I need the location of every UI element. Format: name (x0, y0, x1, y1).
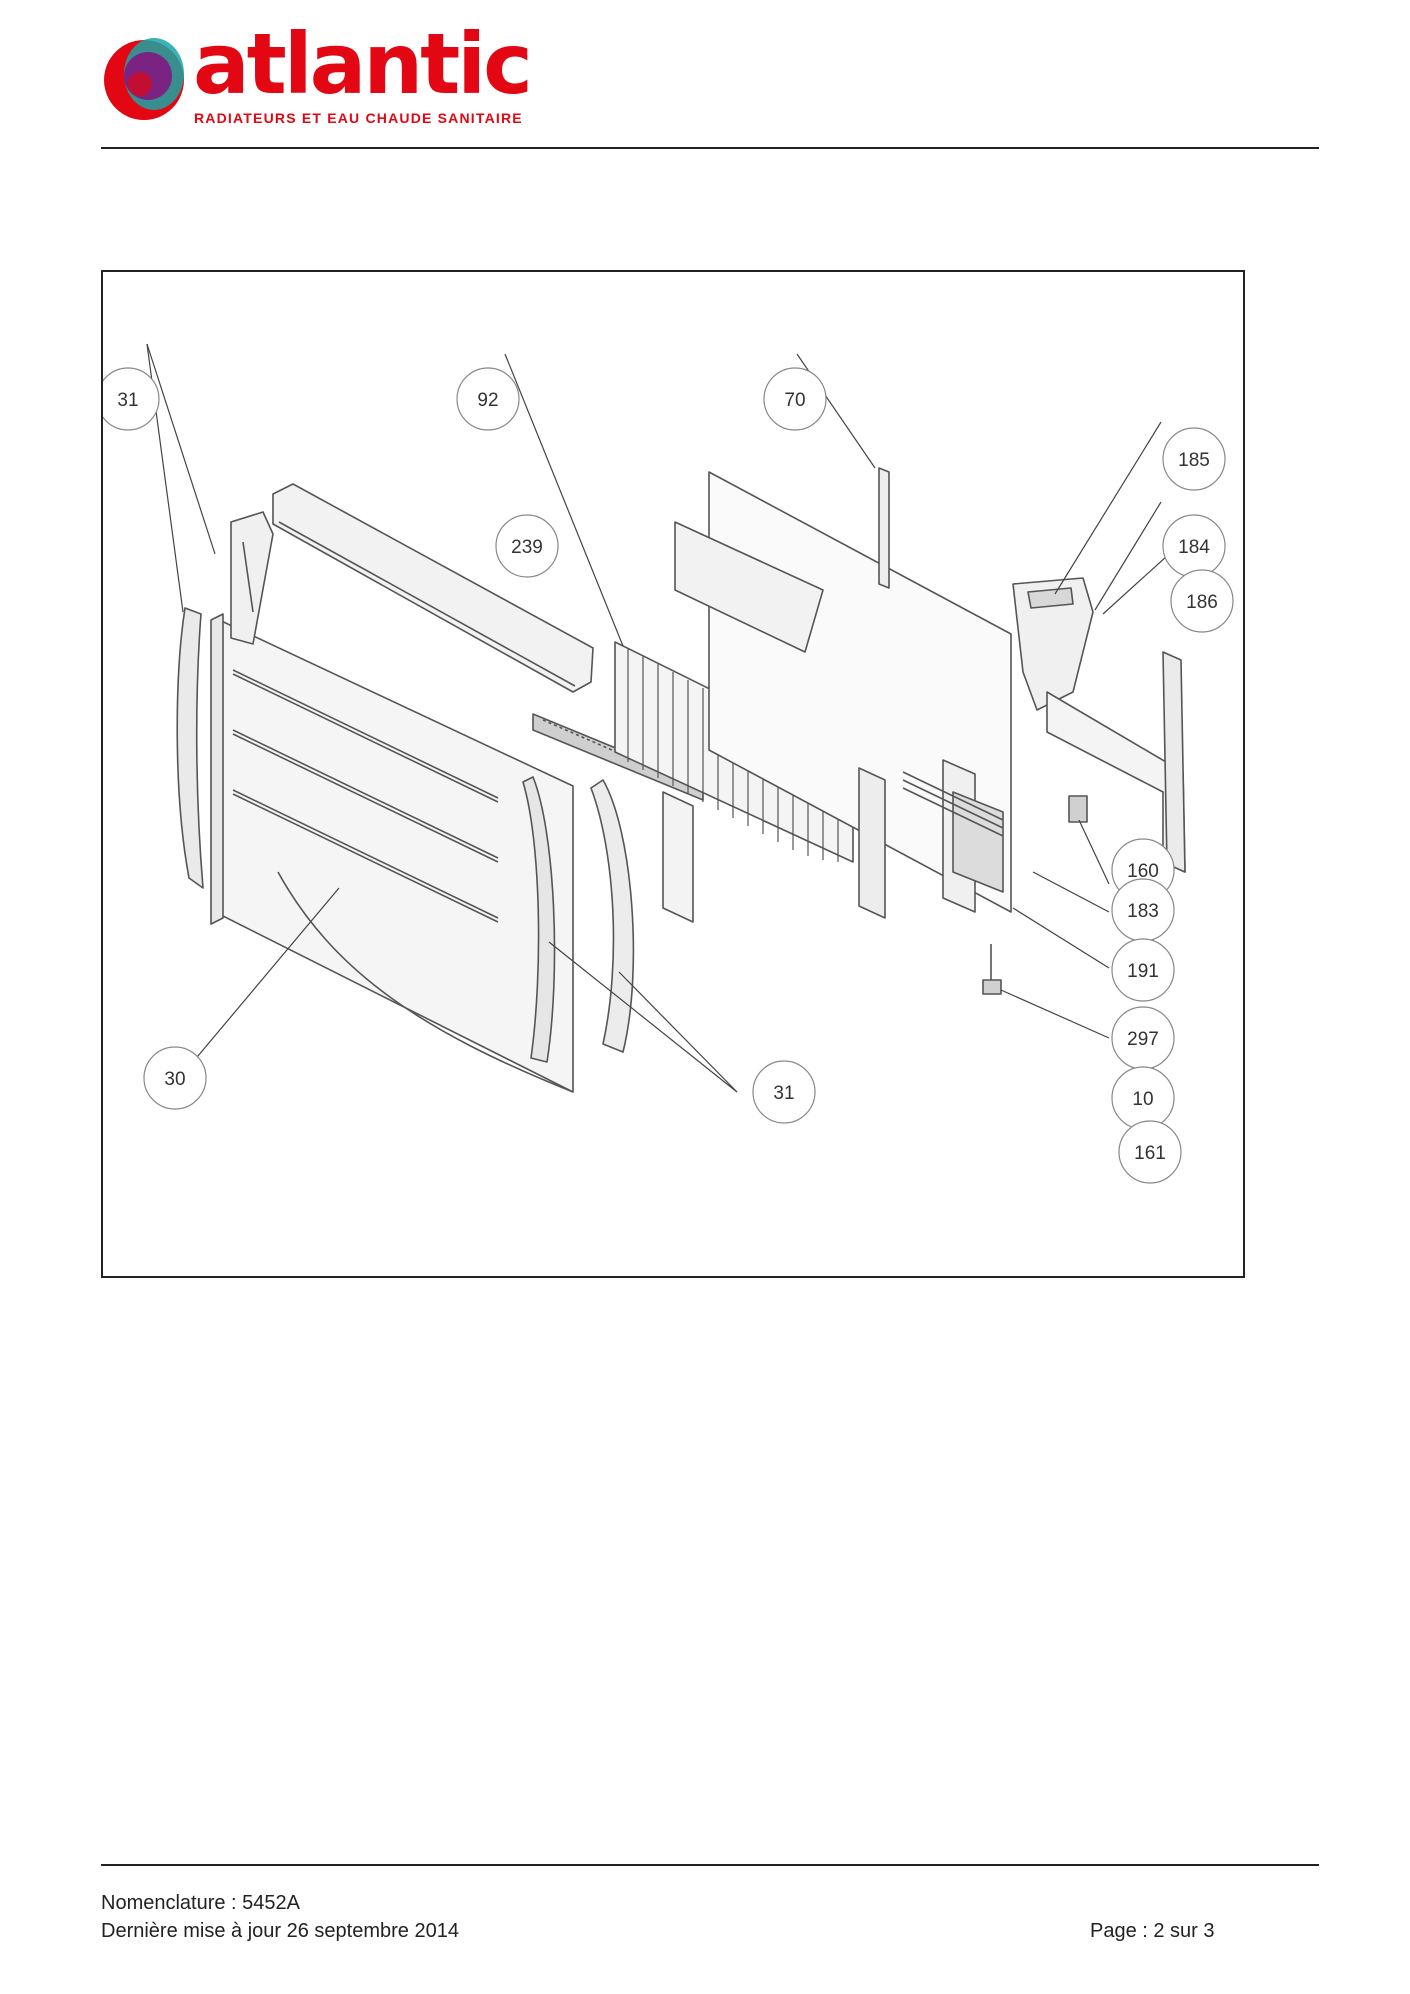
exploded-view-diagram: 31 92 70 185 239 184 186 160 183 191 297… (101, 270, 1245, 1278)
callout-191: 191 (1127, 961, 1159, 982)
left-side-cap-part (176, 511, 274, 889)
thermostat-housing-part (1012, 577, 1094, 711)
sensor-probe-part (982, 944, 1002, 995)
callout-bubbles (103, 367, 1234, 1184)
callout-10: 10 (1132, 1089, 1153, 1110)
footer-divider (101, 1864, 1319, 1866)
page-number: Page : 2 sur 3 (1090, 1920, 1215, 1942)
callout-92: 92 (477, 390, 498, 411)
last-update-label: Dernière mise à jour 26 septembre 2014 (101, 1920, 459, 1942)
callout-labels: 31 92 70 185 239 184 186 160 183 191 297… (117, 390, 1217, 1164)
front-panel-part (210, 613, 574, 1093)
brand-logo: atlantic RADIATEURS ET EAU CHAUDE SANITA… (98, 22, 533, 130)
logo-mark-icon (104, 38, 184, 120)
back-frame-part (674, 467, 1012, 919)
radiator-exploded-drawing: 31 92 70 185 239 184 186 160 183 191 297… (103, 343, 1234, 1184)
top-profile-part (272, 483, 704, 801)
connector-part (1068, 795, 1088, 823)
header-divider (101, 147, 1319, 149)
callout-184: 184 (1178, 537, 1210, 558)
callout-31-left: 31 (117, 390, 138, 411)
brand-tagline: RADIATEURS ET EAU CHAUDE SANITAIRE (194, 110, 523, 126)
callout-70: 70 (784, 390, 805, 411)
callout-183: 183 (1127, 901, 1159, 922)
brand-name: atlantic (193, 15, 533, 113)
callout-185: 185 (1178, 450, 1210, 471)
callout-297: 297 (1127, 1029, 1159, 1050)
callout-239: 239 (511, 537, 543, 558)
right-side-cap-part (522, 776, 694, 1063)
callout-186: 186 (1186, 592, 1218, 613)
callout-160: 160 (1127, 861, 1159, 882)
callout-31-right: 31 (773, 1083, 794, 1104)
callout-161: 161 (1134, 1143, 1166, 1164)
callout-30: 30 (164, 1069, 185, 1090)
nomenclature-label: Nomenclature : 5452A (101, 1892, 301, 1914)
